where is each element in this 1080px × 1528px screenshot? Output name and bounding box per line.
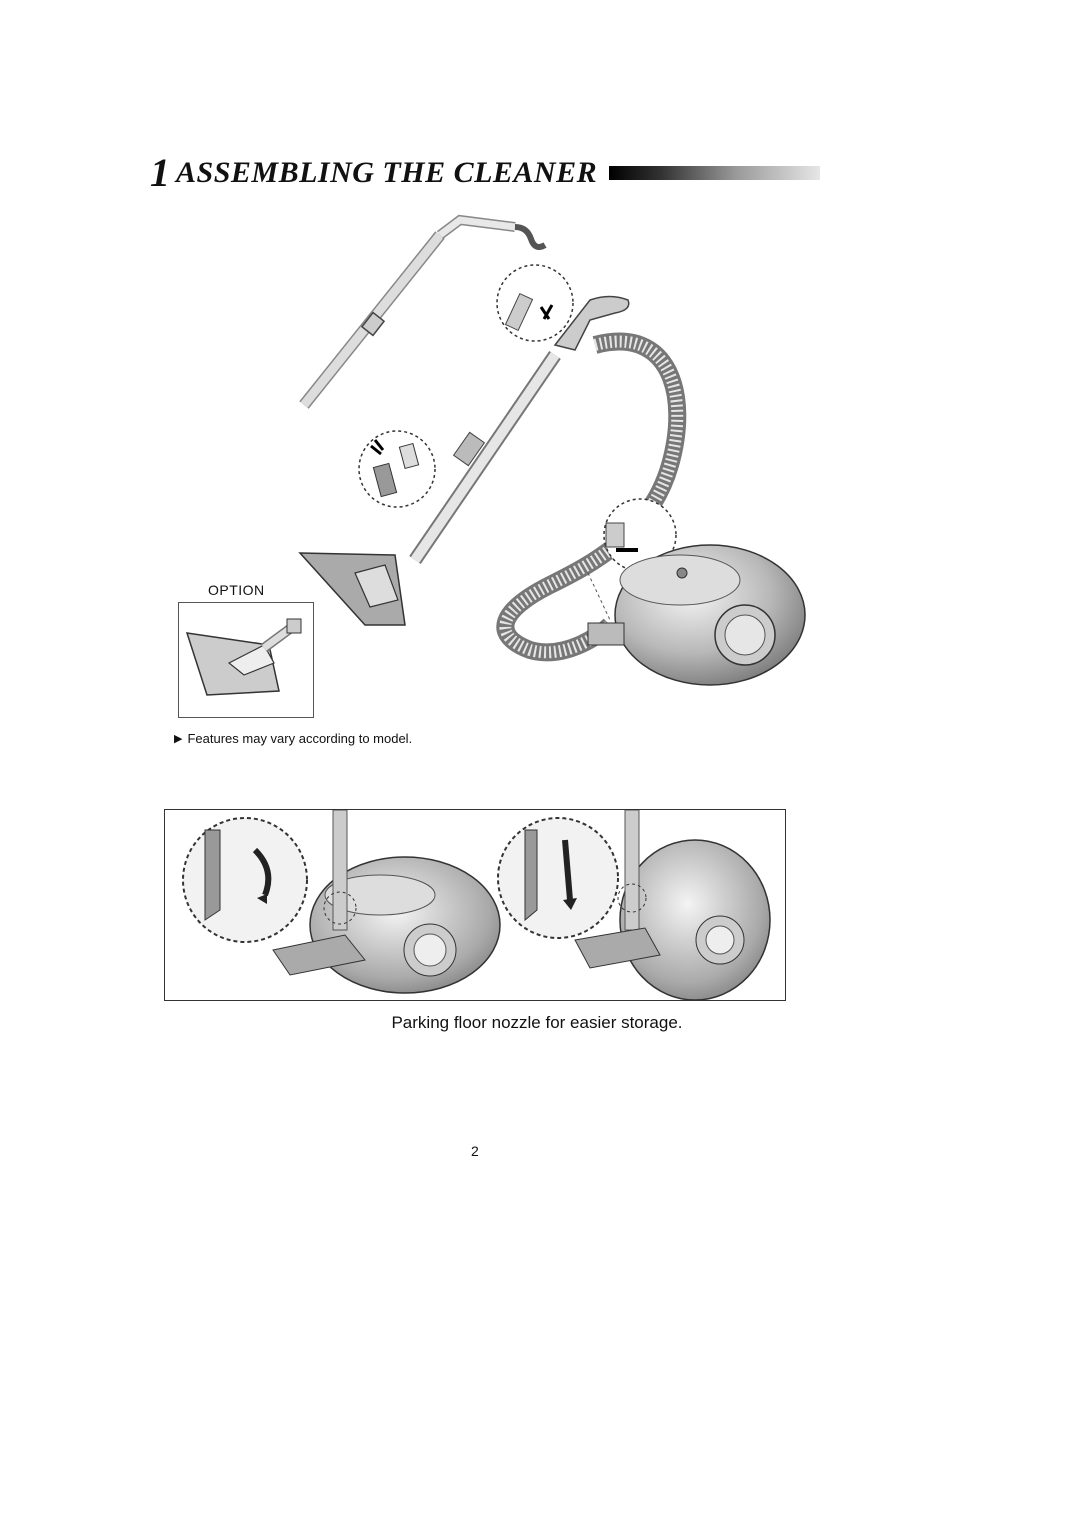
page-number: 2 (471, 1143, 479, 1159)
cleaner-assembly-illustration (298, 214, 806, 686)
floor-nozzle (298, 552, 406, 626)
spare-pipe-with-handle (299, 214, 547, 409)
option-label: OPTION (208, 582, 265, 598)
detail-circle-handle (496, 264, 574, 342)
parking-nozzle-illustrations (182, 810, 771, 1000)
section-number: 1 (150, 150, 170, 195)
cleaner-body (587, 544, 806, 686)
parking-scene-left (182, 810, 501, 994)
section-title: ASSEMBLING THE CLEANER (176, 156, 598, 189)
parking-caption-text: Parking floor nozzle for easier storage. (391, 1013, 683, 1032)
features-note: ▶ Features may vary according to model. (174, 731, 412, 746)
triangle-bullet-icon: ▶ (174, 733, 183, 745)
title-gradient-rule (609, 166, 820, 180)
optional-nozzle-illustration (185, 618, 302, 696)
parking-caption: Parking floor nozzle for easier storage. (0, 1013, 1080, 1033)
option-nozzle-box (178, 602, 314, 718)
parking-illustration-panel (164, 809, 786, 1001)
parking-scene-right (497, 810, 771, 1000)
detail-circle-nozzle (358, 430, 436, 508)
note-text: Features may vary according to model. (187, 731, 413, 746)
section-heading: 1 ASSEMBLING THE CLEANER (150, 150, 820, 196)
